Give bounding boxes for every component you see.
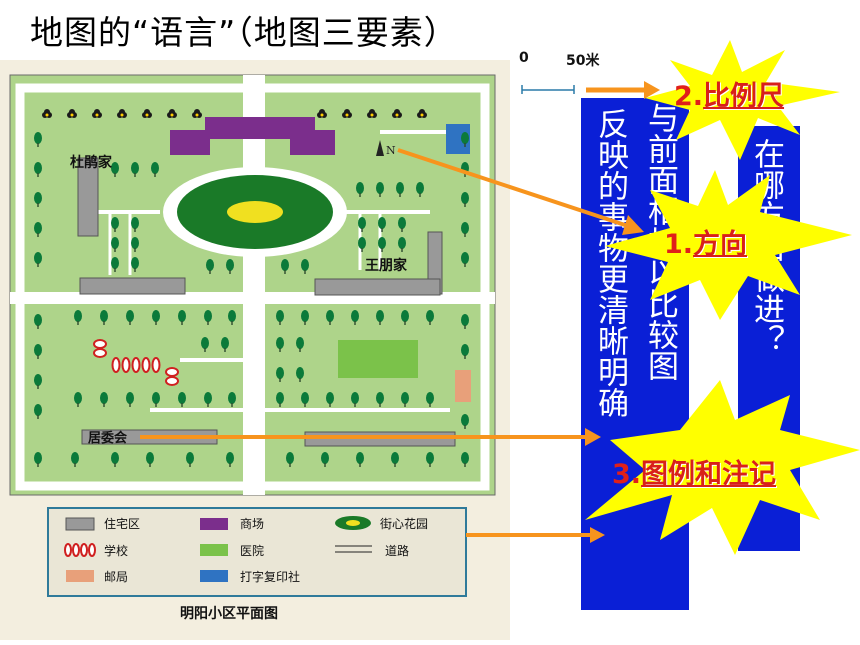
- label-direction: 1.方向: [664, 222, 747, 261]
- legend-mall: 商场: [240, 516, 264, 531]
- label-wang: 王朋家: [365, 257, 408, 274]
- legend-school: 学校: [104, 543, 128, 558]
- scale-bar-icon: [521, 85, 575, 94]
- star-shape-legend: [585, 380, 860, 555]
- legend-residential: 住宅区: [104, 516, 140, 531]
- neighborhood-map: N 杜鹃家 王朋家 居委会 住宅区 商场 街心花园 学校 医院 道路 邮局 打字…: [9, 74, 496, 622]
- legend-hospital: 医院: [240, 544, 264, 558]
- legend-post: 邮局: [104, 570, 128, 584]
- north-label: N: [386, 144, 396, 157]
- scale-zero: 0: [519, 50, 529, 66]
- label-scale-num: 2.: [674, 81, 704, 112]
- legend-print: 打字复印社: [240, 569, 300, 584]
- label-scale-text: 比例尺: [703, 81, 785, 112]
- star-shape-direction: [605, 170, 852, 320]
- label-du: 杜鹃家: [70, 154, 113, 171]
- label-legend-num: 3.: [612, 459, 642, 490]
- label-scale: 2.比例尺: [674, 74, 784, 113]
- map-caption: 明阳小区平面图: [180, 606, 278, 622]
- map-panel: N 杜鹃家 王朋家 居委会 住宅区 商场 街心花园 学校 医院 道路 邮局 打字…: [0, 60, 510, 640]
- slide-title: 地图的“语言”（地图三要素）: [30, 13, 458, 52]
- label-committee: 居委会: [88, 430, 128, 446]
- north-arrow-icon: [376, 140, 384, 156]
- label-direction-num: 1.: [664, 229, 694, 260]
- vertical-text-1: 反映的事物更清晰明确: [592, 108, 628, 418]
- star-shape-scale: [645, 40, 840, 160]
- legend-garden: 街心花园: [380, 516, 428, 531]
- label-direction-text: 方向: [693, 229, 748, 260]
- scale-distance: 50米: [566, 53, 600, 69]
- legend-road: 道路: [385, 543, 409, 558]
- label-legend-text: 图例和注记: [641, 459, 777, 490]
- label-legend: 3.图例和注记: [612, 452, 776, 491]
